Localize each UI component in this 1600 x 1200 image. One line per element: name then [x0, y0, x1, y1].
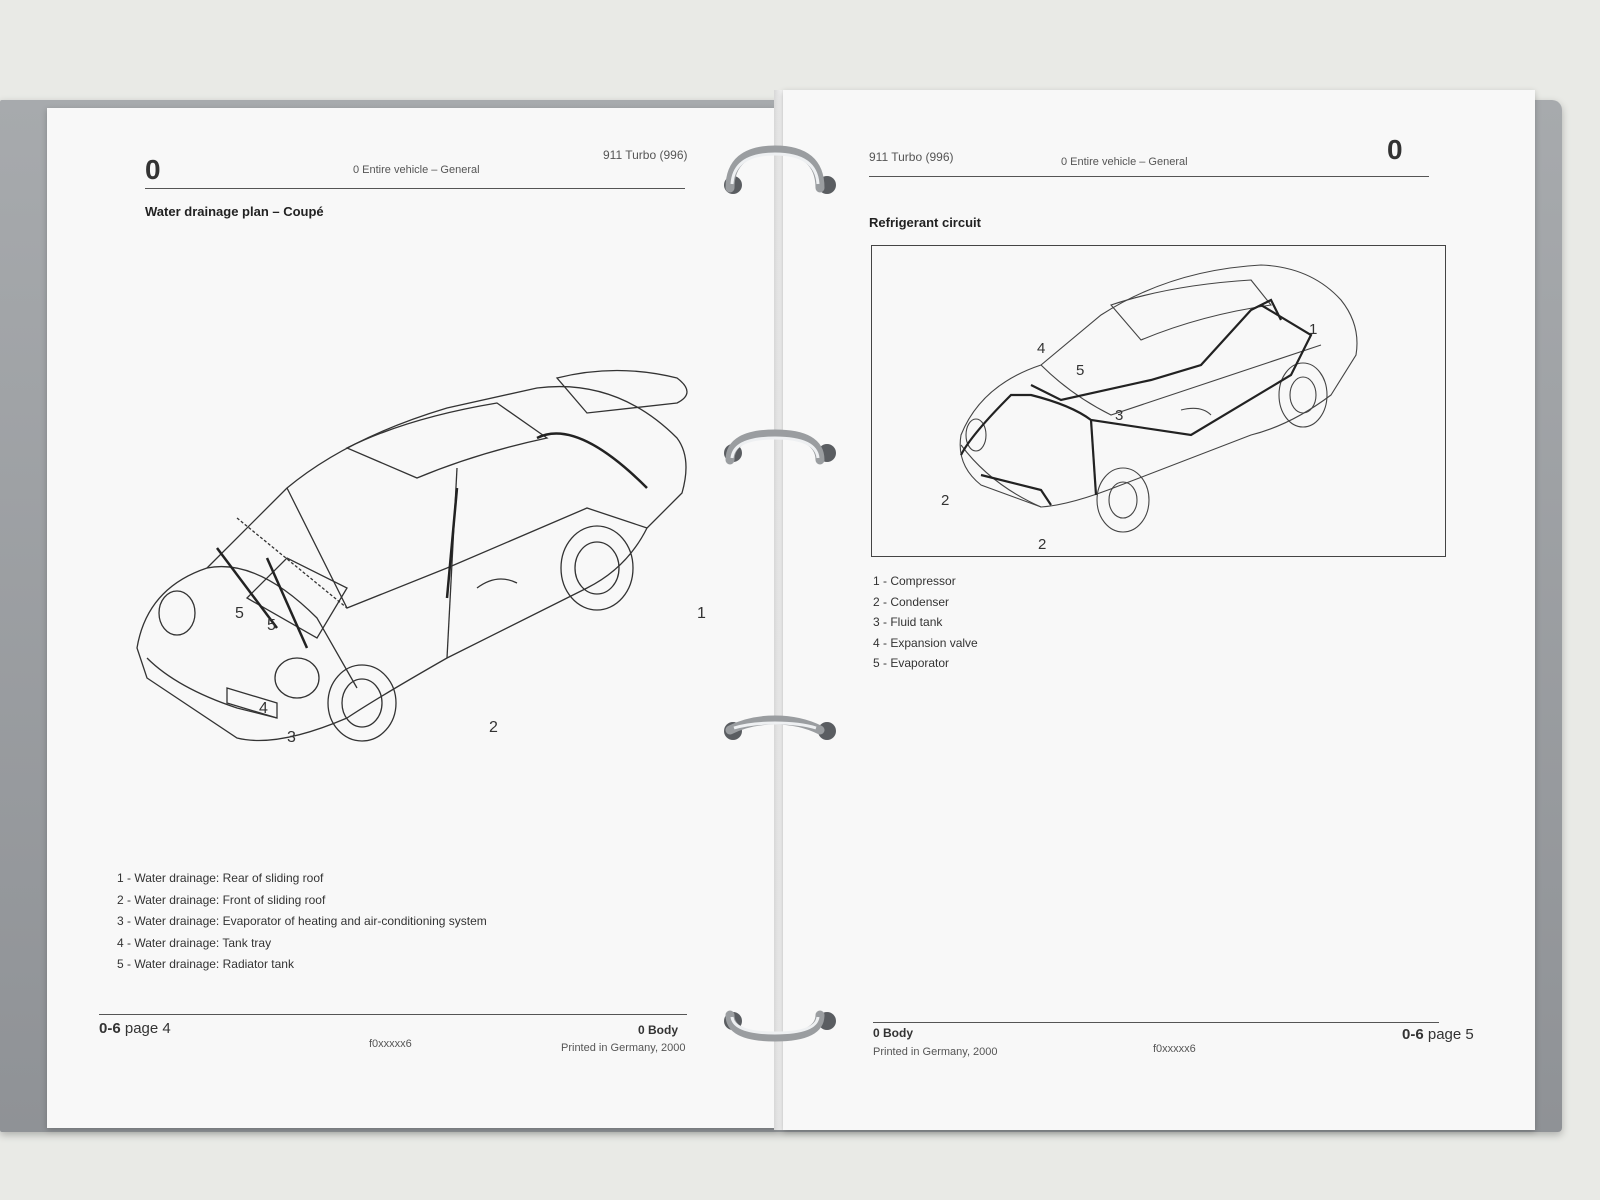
legend-item: 5 - Evaporator [873, 656, 950, 670]
header-model: 911 Turbo (996) [869, 150, 954, 164]
header-model: 911 Turbo (996) [603, 148, 688, 162]
legend-item: 3 - Fluid tank [873, 615, 943, 629]
callout-5: 5 [1076, 362, 1084, 379]
callout-3: 3 [287, 729, 296, 746]
body-label: 0 Body [638, 1023, 679, 1037]
legend-item: 3 - Water drainage: Evaporator of heatin… [117, 914, 487, 928]
footer-rule [99, 1014, 687, 1015]
header-chapter: 0 Entire vehicle – General [1061, 156, 1188, 168]
footer-rule [873, 1022, 1439, 1023]
callout-2: 2 [1038, 536, 1046, 553]
coupe-drainage-diagram: 5 5 4 3 5 5 2 1 [136, 369, 706, 746]
page-label: page 4 [124, 1020, 171, 1037]
section-letter: 0 [145, 154, 161, 185]
callout-4: 4 [1037, 340, 1045, 357]
header-rule [145, 188, 685, 189]
header-rule [869, 176, 1429, 177]
callout-5: 5 [235, 605, 244, 622]
callout-4: 4 [259, 700, 268, 717]
callout-3: 3 [1115, 407, 1123, 424]
printed-note: Printed in Germany, 2000 [561, 1042, 686, 1054]
page-section: 0-6 [99, 1020, 121, 1037]
header-chapter: 0 Entire vehicle – General [353, 164, 480, 176]
binder-ring [725, 715, 825, 735]
right-page: 911 Turbo (996) 0 Entire vehicle – Gener… [783, 90, 1535, 1130]
printed-note: Printed in Germany, 2000 [873, 1046, 998, 1058]
figure-code: f0xxxxx6 [1153, 1043, 1196, 1055]
section-letter: 0 [1387, 134, 1403, 165]
binder-ring [725, 1010, 825, 1042]
page-number: 0-6 page 4 [99, 1020, 171, 1037]
legend-item: 2 - Condenser [873, 594, 950, 609]
page-title: Water drainage plan – Coupé [145, 204, 324, 219]
page-section: 0-6 [1402, 1026, 1424, 1043]
legend-item: 4 - Expansion valve [873, 635, 978, 650]
refrigerant-circuit-diagram: 4 5 3 1 2 2 [871, 245, 1446, 557]
body-label: 0 Body [873, 1026, 914, 1040]
legend-item: 1 - Water drainage: Rear of sliding roof [117, 871, 324, 885]
page-title: Refrigerant circuit [869, 215, 981, 230]
legend-item: 4 - Water drainage: Tank tray [117, 935, 272, 950]
binder-ring [725, 145, 825, 193]
page-label: page 5 [1427, 1026, 1474, 1043]
legend-list: 1 - Water drainage: Rear of sliding roof… [117, 868, 487, 976]
callout-2: 2 [941, 492, 949, 509]
left-page: 0 0 Entire vehicle – General 911 Turbo (… [47, 108, 777, 1128]
callout-1: 1 [697, 605, 706, 622]
legend-item: 2 - Water drainage: Front of sliding roo… [117, 892, 326, 907]
binder-ring [725, 429, 825, 465]
legend-item: 5 - Water drainage: Radiator tank [117, 957, 294, 971]
figure-code: f0xxxxx6 [369, 1038, 412, 1050]
callout-2: 2 [489, 719, 498, 736]
callout-1: 1 [1309, 321, 1317, 338]
legend-list: 1 - Compressor 2 - Condenser 3 - Fluid t… [873, 571, 978, 674]
page-number: 0-6 page 5 [1402, 1026, 1474, 1043]
legend-item: 1 - Compressor [873, 574, 956, 588]
callout-5: 5 [267, 617, 276, 634]
